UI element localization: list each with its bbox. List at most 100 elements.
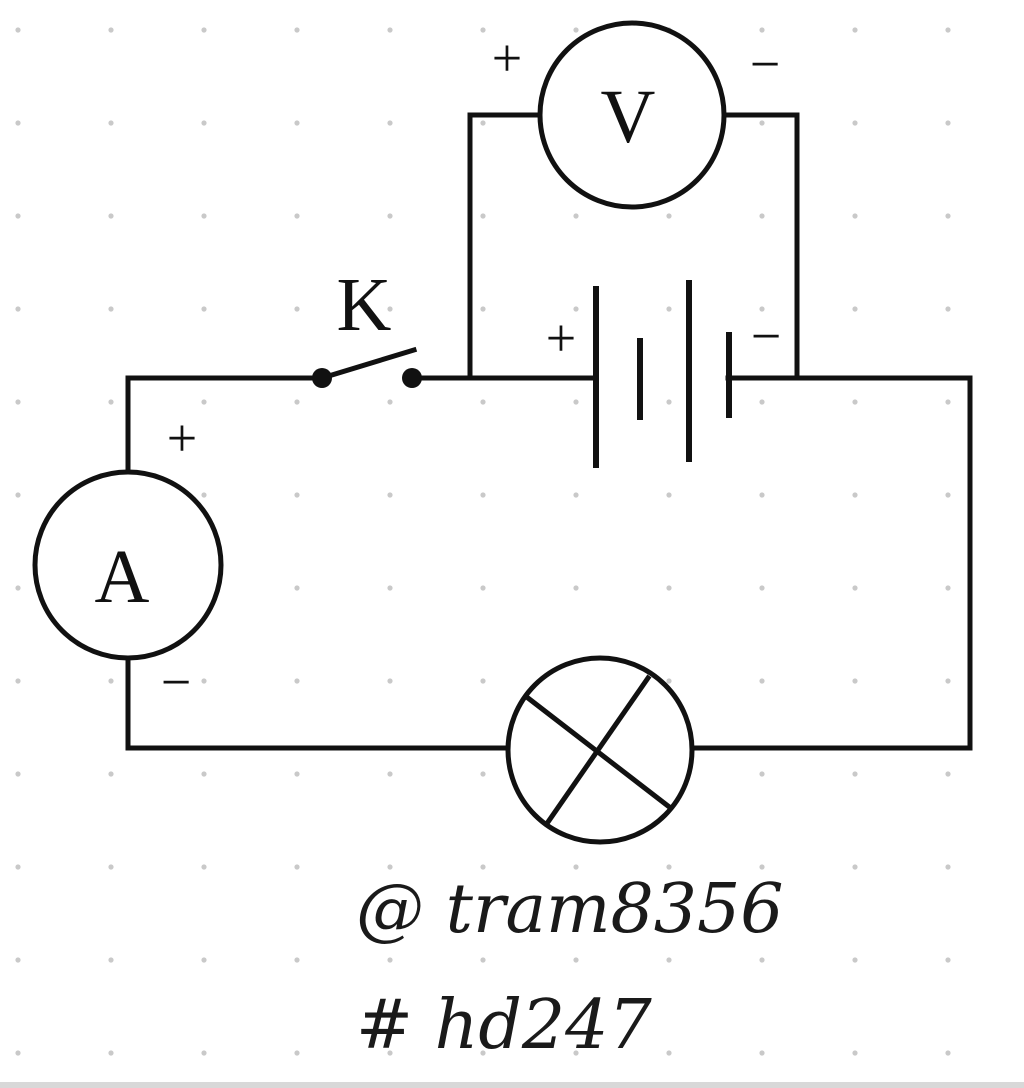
grid-dot: [15, 678, 21, 684]
grid-dot: [201, 306, 207, 312]
grid-dot: [480, 120, 486, 126]
grid-dot: [852, 771, 858, 777]
grid-dot: [15, 864, 21, 870]
grid-dot: [759, 399, 765, 405]
grid-dot: [387, 864, 393, 870]
grid-dot: [666, 678, 672, 684]
grid-dot: [201, 678, 207, 684]
grid-dot: [108, 213, 114, 219]
grid-dot: [759, 771, 765, 777]
grid-dot: [852, 492, 858, 498]
grid-dot: [201, 120, 207, 126]
grid-dot: [480, 771, 486, 777]
grid-dot: [945, 27, 951, 33]
grid-dot: [759, 585, 765, 591]
grid-dot: [387, 957, 393, 963]
grid-dot: [759, 678, 765, 684]
grid-dot: [15, 27, 21, 33]
wire-voltmeter-left: [467, 112, 543, 381]
grid-dot: [666, 213, 672, 219]
grid-dot: [108, 27, 114, 33]
grid-dot: [294, 864, 300, 870]
battery: [593, 280, 732, 468]
grid-dot: [201, 492, 207, 498]
grid-dot: [387, 27, 393, 33]
watermark-username: @ tram8356: [356, 870, 784, 949]
grid-dot: [852, 1050, 858, 1056]
grid-dot: [945, 957, 951, 963]
grid-dot: [108, 864, 114, 870]
voltmeter-minus-sign: −: [750, 34, 780, 94]
grid-dot: [294, 27, 300, 33]
grid-dot: [15, 306, 21, 312]
battery-minus-sign: −: [751, 306, 781, 366]
switch-label: K: [337, 263, 392, 347]
grid-dot: [666, 306, 672, 312]
grid-dot: [294, 1050, 300, 1056]
grid-dot: [294, 771, 300, 777]
grid-dot: [201, 957, 207, 963]
grid-dot: [201, 864, 207, 870]
grid-dot: [201, 771, 207, 777]
grid-dot: [480, 864, 486, 870]
grid-dot: [294, 492, 300, 498]
grid-dot: [387, 120, 393, 126]
switch-contact-left: [312, 368, 332, 388]
grid-dot: [666, 399, 672, 405]
grid-dot: [945, 213, 951, 219]
grid-dot: [573, 1050, 579, 1056]
grid-dot: [480, 213, 486, 219]
grid-dot: [15, 1050, 21, 1056]
grid-dot: [480, 27, 486, 33]
grid-dot: [852, 957, 858, 963]
voltmeter: [537, 20, 727, 210]
grid-dot: [759, 213, 765, 219]
grid-dot: [15, 120, 21, 126]
grid-dot: [480, 1050, 486, 1056]
grid-dot: [945, 120, 951, 126]
grid-dot: [201, 1050, 207, 1056]
grid-dot: [387, 306, 393, 312]
grid-dot: [480, 957, 486, 963]
grid-dot: [387, 585, 393, 591]
grid-dot: [945, 399, 951, 405]
grid-dot: [480, 306, 486, 312]
grid-dot: [759, 957, 765, 963]
grid-dot: [759, 1050, 765, 1056]
grid-dot: [945, 1050, 951, 1056]
wire-bottom-left: [125, 657, 511, 751]
grid-dot: [852, 399, 858, 405]
watermark-hashtag: # hd247: [356, 986, 652, 1065]
grid-dot: [852, 306, 858, 312]
grid-dot: [573, 864, 579, 870]
grid-dot: [573, 585, 579, 591]
ammeter-plus-sign: +: [167, 408, 197, 468]
grid-dot: [945, 492, 951, 498]
battery-plus-sign: +: [546, 308, 576, 368]
grid-dot: [945, 585, 951, 591]
grid-dot: [666, 1050, 672, 1056]
grid-dot: [573, 27, 579, 33]
grid-dot: [852, 27, 858, 33]
grid-dot: [666, 957, 672, 963]
wire-voltmeter-right: [723, 112, 800, 381]
grid-dot: [573, 213, 579, 219]
grid-dot: [387, 771, 393, 777]
grid-dot: [387, 1050, 393, 1056]
grid-dot: [15, 957, 21, 963]
grid-dot: [759, 306, 765, 312]
grid-dot: [945, 864, 951, 870]
wire-left-top: [125, 375, 325, 473]
grid-dot: [108, 771, 114, 777]
grid-dot: [108, 1050, 114, 1056]
grid-dot: [15, 213, 21, 219]
grid-dot: [387, 678, 393, 684]
grid-dot: [852, 213, 858, 219]
grid-dot: [108, 678, 114, 684]
grid-dot: [480, 492, 486, 498]
grid-dot: [108, 120, 114, 126]
grid-dot: [666, 585, 672, 591]
grid-dot: [573, 492, 579, 498]
lamp-icon: [505, 655, 695, 845]
